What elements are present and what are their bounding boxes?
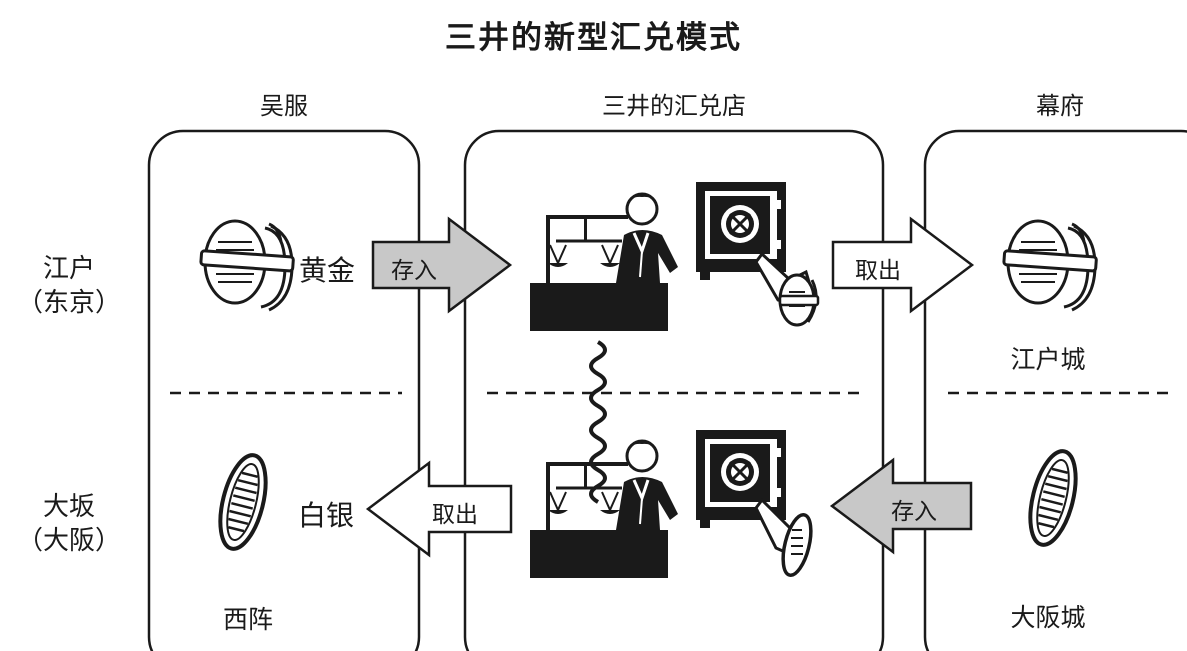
silver-coin-icon (1019, 444, 1087, 552)
place-label-edo-castle: 江户城 (1010, 345, 1086, 374)
goods-label-silver: 白银 (298, 499, 355, 532)
merchant-counter-icon (528, 439, 680, 580)
arrow-withdraw-bottom (365, 460, 513, 558)
panel-exchange-shop (463, 129, 885, 651)
goods-label-gold: 黄金 (299, 254, 356, 287)
silver-coin-icon (209, 448, 277, 556)
arrow-label-deposit-top: 存入 (391, 258, 437, 284)
diagram-title: 三井的新型汇兑模式 (445, 20, 742, 56)
column-header-exchange-shop: 三井的汇兑店 (602, 92, 746, 120)
arrow-label-withdraw-top: 取出 (855, 258, 901, 284)
arrow-deposit-top (371, 216, 513, 314)
panel-shogunate (923, 129, 1187, 651)
arrow-deposit-bottom (829, 457, 973, 555)
column-header-kimono: 吴服 (260, 92, 308, 120)
row-label-osaka: 大坂 （大阪） (4, 490, 134, 558)
place-label-nishijin: 西阵 (222, 605, 273, 634)
hand-with-gold-icon (754, 251, 820, 327)
row-label-osaka-line1: 大坂 (42, 492, 95, 522)
row-label-edo-line2: （东京） (16, 288, 121, 318)
row-label-edo: 江户 （东京） (4, 252, 134, 320)
merchant-counter-icon (528, 192, 680, 333)
arrow-label-withdraw-bottom: 取出 (432, 502, 478, 528)
gold-coins-icon (199, 219, 295, 312)
arrow-label-deposit-bottom: 存入 (891, 499, 937, 525)
gold-coins-icon (1002, 219, 1098, 312)
place-label-osaka-castle: 大阪城 (1010, 603, 1086, 632)
column-header-shogunate: 幕府 (1036, 92, 1084, 120)
arrow-withdraw-top (831, 216, 975, 314)
panel-kimono (147, 129, 421, 651)
hand-with-silver-icon (754, 497, 813, 577)
wavy-link-icon (589, 340, 607, 504)
row-label-osaka-line2: （大阪） (16, 526, 121, 556)
row-label-edo-line1: 江户 (42, 254, 95, 284)
